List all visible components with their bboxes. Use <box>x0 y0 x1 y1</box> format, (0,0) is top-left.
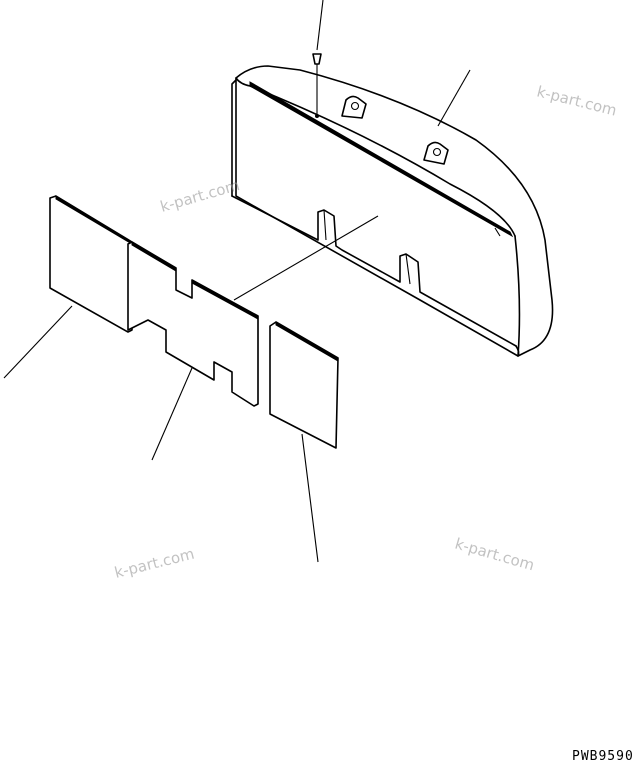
watermark-1: k-part.com <box>535 82 619 119</box>
small-plate <box>269 321 339 449</box>
sheet-left <box>49 195 133 333</box>
watermark-3: k-part.com <box>113 545 197 582</box>
counterweight-body <box>231 65 554 357</box>
watermark-2: k-part.com <box>158 176 241 216</box>
leader-line-plates <box>233 215 379 301</box>
leader-line-small-plate <box>301 433 319 563</box>
bolt <box>312 0 324 118</box>
leader-line-shaped-plate <box>151 367 193 461</box>
shaped-plate <box>127 241 259 407</box>
drawing-code: PWB9590 <box>572 749 634 764</box>
leader-line-sheet-left <box>3 305 73 379</box>
lifting-eye-left <box>341 95 367 119</box>
watermark-4: k-part.com <box>453 535 536 575</box>
lifting-eye-right <box>423 141 449 165</box>
leader-line-body <box>437 69 471 127</box>
